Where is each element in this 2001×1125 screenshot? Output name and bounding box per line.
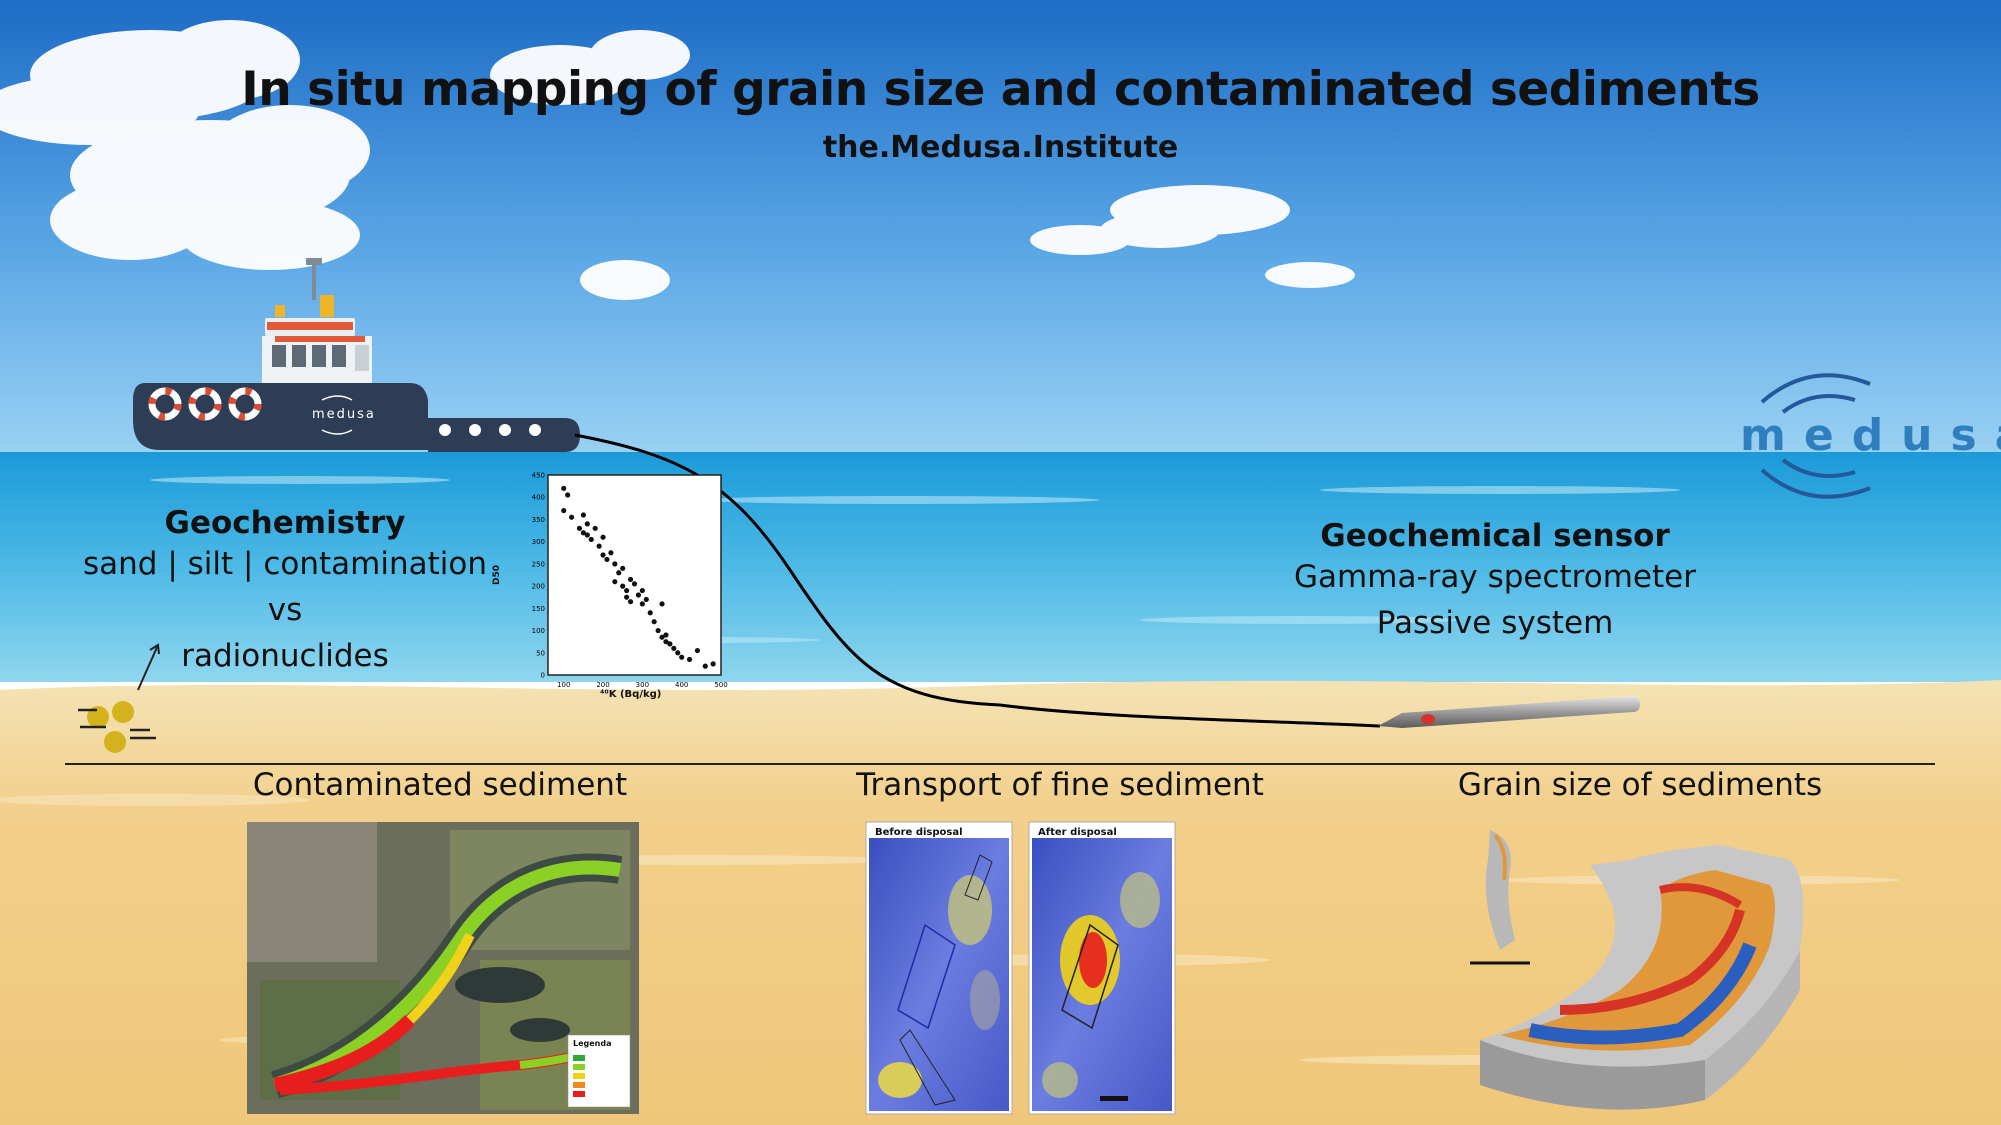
scatter-point <box>635 592 642 598</box>
scatter-point <box>624 594 630 600</box>
scatter-point <box>596 543 602 549</box>
scatter-point <box>624 587 630 594</box>
geochemistry-line-1: sand | silt | contamination <box>83 546 487 582</box>
x-tick-label: 500 <box>714 681 727 689</box>
scatter-point <box>612 579 618 585</box>
scatter-point <box>584 532 590 538</box>
scatter-point <box>655 627 661 634</box>
clouds <box>0 20 1355 300</box>
heatmap-after-label: After disposal <box>1038 827 1117 838</box>
scatter-point <box>659 601 665 607</box>
y-tick-label: 100 <box>532 627 545 635</box>
scatter-point <box>604 556 610 563</box>
scatter-plot-area <box>547 474 722 676</box>
geochemistry-heading: Geochemistry <box>164 505 406 541</box>
boat-logo-waves-icon <box>321 395 353 435</box>
boat-logo-text: medusa <box>312 407 376 422</box>
x-tick-label: 100 <box>557 681 570 689</box>
scatter-point <box>663 632 669 638</box>
y-tick-label: 250 <box>532 560 545 568</box>
scatter-chart: 100 200 300 400 500 0 50 100 150 200 250 300 350 400… <box>532 472 728 690</box>
scatter-point <box>588 536 594 543</box>
scatter-point <box>561 485 567 491</box>
section-label-contaminated: Contaminated sediment <box>252 767 628 803</box>
sensor-block: Geochemical sensor Gamma-ray spectromete… <box>1230 518 1760 646</box>
sediment-grain-icon <box>78 701 156 753</box>
scatter-point <box>620 583 626 589</box>
scatter-point <box>580 530 586 536</box>
scatter-point <box>627 576 634 583</box>
medusa-logo-icon <box>1760 373 1871 499</box>
scatter-point <box>686 656 693 663</box>
scatter-point <box>639 601 645 607</box>
y-tick-label: 0 <box>541 672 545 680</box>
scatter-point <box>627 599 634 605</box>
scatter-point <box>667 641 673 647</box>
sensor-line-1: Gamma-ray spectrometer <box>1294 559 1696 595</box>
scatter-point <box>643 596 649 603</box>
x-tick-label: 400 <box>675 681 688 689</box>
y-tick-label: 350 <box>532 516 545 524</box>
map-legend-title: Legenda <box>573 1039 612 1048</box>
geochemistry-line-2: vs <box>267 592 303 628</box>
scatter-point <box>568 514 575 520</box>
life-rings <box>148 387 262 421</box>
y-tick-label: 300 <box>532 538 545 546</box>
scatter-point <box>576 525 583 531</box>
grain-size-3d-model <box>1470 830 1804 1110</box>
scatter-point <box>631 581 638 587</box>
scatter-point <box>694 647 701 654</box>
x-tick-label: 300 <box>636 681 649 689</box>
geochemistry-block: Geochemistry sand | silt | contamination… <box>60 505 510 679</box>
arrow-icon <box>137 643 160 691</box>
x-tick-label: 200 <box>596 681 609 689</box>
sensor-line-2: Passive system <box>1376 605 1614 641</box>
scatter-point <box>608 550 614 556</box>
y-tick-label: 50 <box>536 649 545 657</box>
gamma-probe <box>1378 696 1640 728</box>
scatter-point <box>659 634 665 640</box>
scatter-point <box>612 561 618 567</box>
survey-boat <box>133 258 580 452</box>
scatter-point <box>663 639 669 645</box>
page-subtitle: the.Medusa.Institute <box>822 130 1179 165</box>
chart-x-axis-label: ⁴⁰K (Bq/kg) <box>600 689 662 700</box>
scatter-point <box>584 521 590 527</box>
y-tick-label: 200 <box>532 583 545 591</box>
scatter-point <box>620 565 626 571</box>
chart-y-axis-label: D50 <box>492 565 502 585</box>
scatter-point <box>600 552 606 558</box>
y-tick-label: 450 <box>532 472 545 480</box>
scatter-point <box>702 663 708 669</box>
geochemistry-line-3: radionuclides <box>181 638 389 674</box>
scatter-point <box>651 619 657 625</box>
map-legend <box>567 1034 631 1108</box>
scatter-point <box>671 645 677 651</box>
transport-heatmaps <box>865 821 1176 1115</box>
heatmap-before-label: Before disposal <box>875 827 963 838</box>
medusa-logo-text: medusa <box>1740 410 2001 461</box>
scatter-point <box>565 492 571 498</box>
page-title: In situ mapping of grain size and contam… <box>241 62 1760 117</box>
y-tick-label: 400 <box>532 494 545 502</box>
scatter-point <box>592 525 598 531</box>
y-tick-label: 150 <box>532 605 545 613</box>
scatter-point <box>616 570 622 576</box>
scatter-point <box>675 650 681 656</box>
scatter-point <box>679 654 685 660</box>
scatter-point <box>710 661 716 667</box>
scatter-point <box>561 507 567 514</box>
contaminated-sediment-map <box>247 822 639 1114</box>
sensor-heading: Geochemical sensor <box>1320 518 1670 554</box>
scatter-point <box>647 610 653 616</box>
section-label-transport: Transport of fine sediment <box>856 767 1264 803</box>
scatter-point <box>600 534 606 540</box>
section-label-grain-size: Grain size of sediments <box>1457 767 1823 803</box>
scatter-point <box>580 512 586 518</box>
scatter-point <box>639 587 645 594</box>
